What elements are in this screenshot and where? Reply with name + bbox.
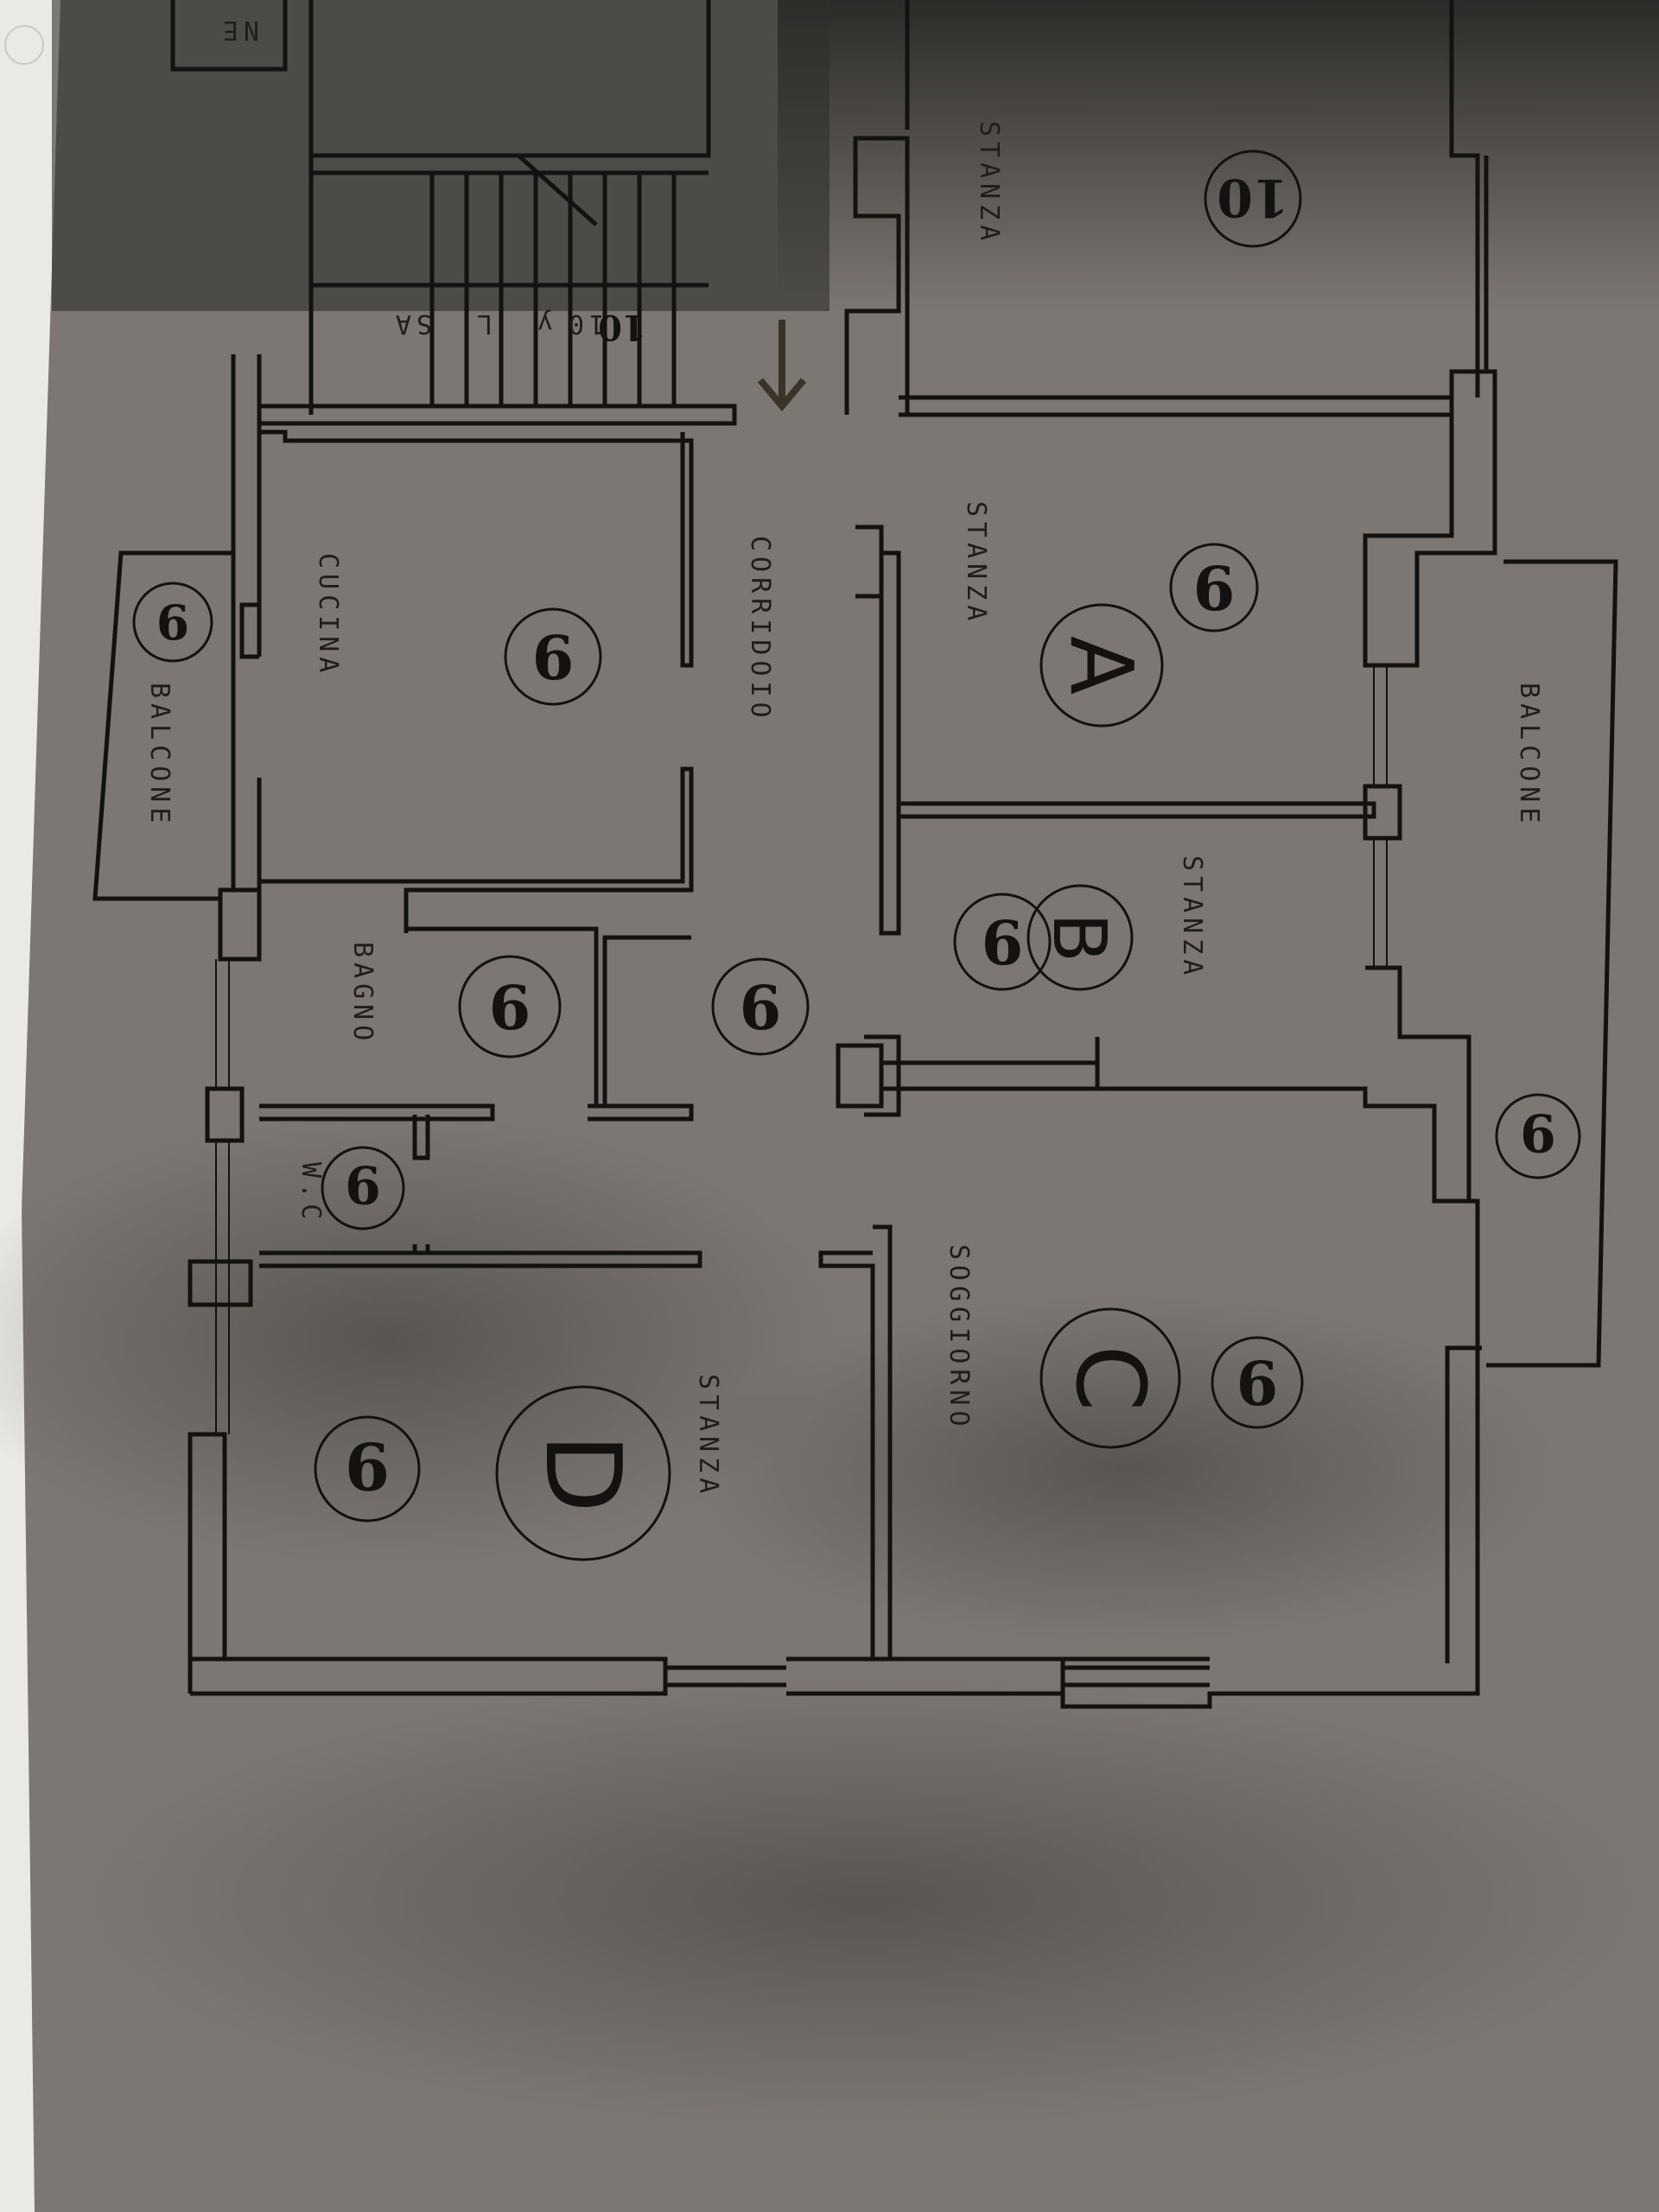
- number-bagno: 9: [489, 970, 531, 1042]
- stain: [86, 1676, 1642, 2126]
- room-label-cucina: CUCINA: [313, 553, 343, 677]
- stain: [0, 1115, 838, 1564]
- fragment-label: NE: [218, 15, 259, 45]
- room-label-corridoio: CORRIDOIO: [745, 536, 775, 723]
- hole-punch: [4, 25, 44, 65]
- room-label-stanza-10: STANZA: [974, 121, 1004, 245]
- letter-b: B: [1036, 912, 1122, 963]
- balcone-label-right: BALCONE: [1514, 683, 1544, 828]
- stair-number: 10: [598, 307, 646, 347]
- room-label-bagno: BAGNO: [347, 942, 378, 1046]
- room-label-stanza-a: STANZA: [961, 501, 991, 626]
- walls: [92, 0, 1618, 1709]
- room-label-stanza-d: STANZA: [693, 1374, 723, 1498]
- room-label-stanza-b: STANZA: [1177, 855, 1207, 980]
- number-balcone-left: 9: [156, 594, 189, 650]
- entry-arrow-icon: [757, 320, 807, 412]
- number-stanza-10: 10: [1217, 167, 1289, 227]
- room-label-soggiorno-c: SOGGIORNO: [944, 1244, 974, 1432]
- number-soggiorno-c: 9: [1236, 1346, 1279, 1418]
- number-stanza-b: 9: [982, 906, 1024, 977]
- room-numbers: 9 9 9 9 9 9 9 9 9 9 10 10: [156, 167, 1556, 1503]
- number-balcone-right: 9: [1520, 1102, 1556, 1162]
- number-cucina: 9: [532, 620, 575, 692]
- letter-d: D: [522, 1433, 642, 1513]
- letter-a: A: [1051, 636, 1152, 695]
- number-wc: 9: [345, 1154, 381, 1214]
- stain: [691, 1296, 1555, 1642]
- number-stanza-d: 9: [345, 1427, 390, 1503]
- stair-mark: SA: [391, 308, 432, 339]
- room-letters: A B C D: [522, 636, 1166, 1513]
- balcone-label-left: BALCONE: [144, 683, 175, 828]
- letter-c: C: [1055, 1345, 1166, 1412]
- stair-mark: L: [472, 308, 493, 339]
- top-shadow: [778, 0, 1659, 311]
- number-corridoio: 9: [740, 970, 782, 1042]
- stair-mark: y: [532, 308, 553, 339]
- number-stanza-a: 9: [1193, 551, 1236, 623]
- room-label-wc: W.C: [296, 1162, 326, 1224]
- room-markers: [132, 149, 1581, 1561]
- stair-mark: 10: [563, 308, 605, 339]
